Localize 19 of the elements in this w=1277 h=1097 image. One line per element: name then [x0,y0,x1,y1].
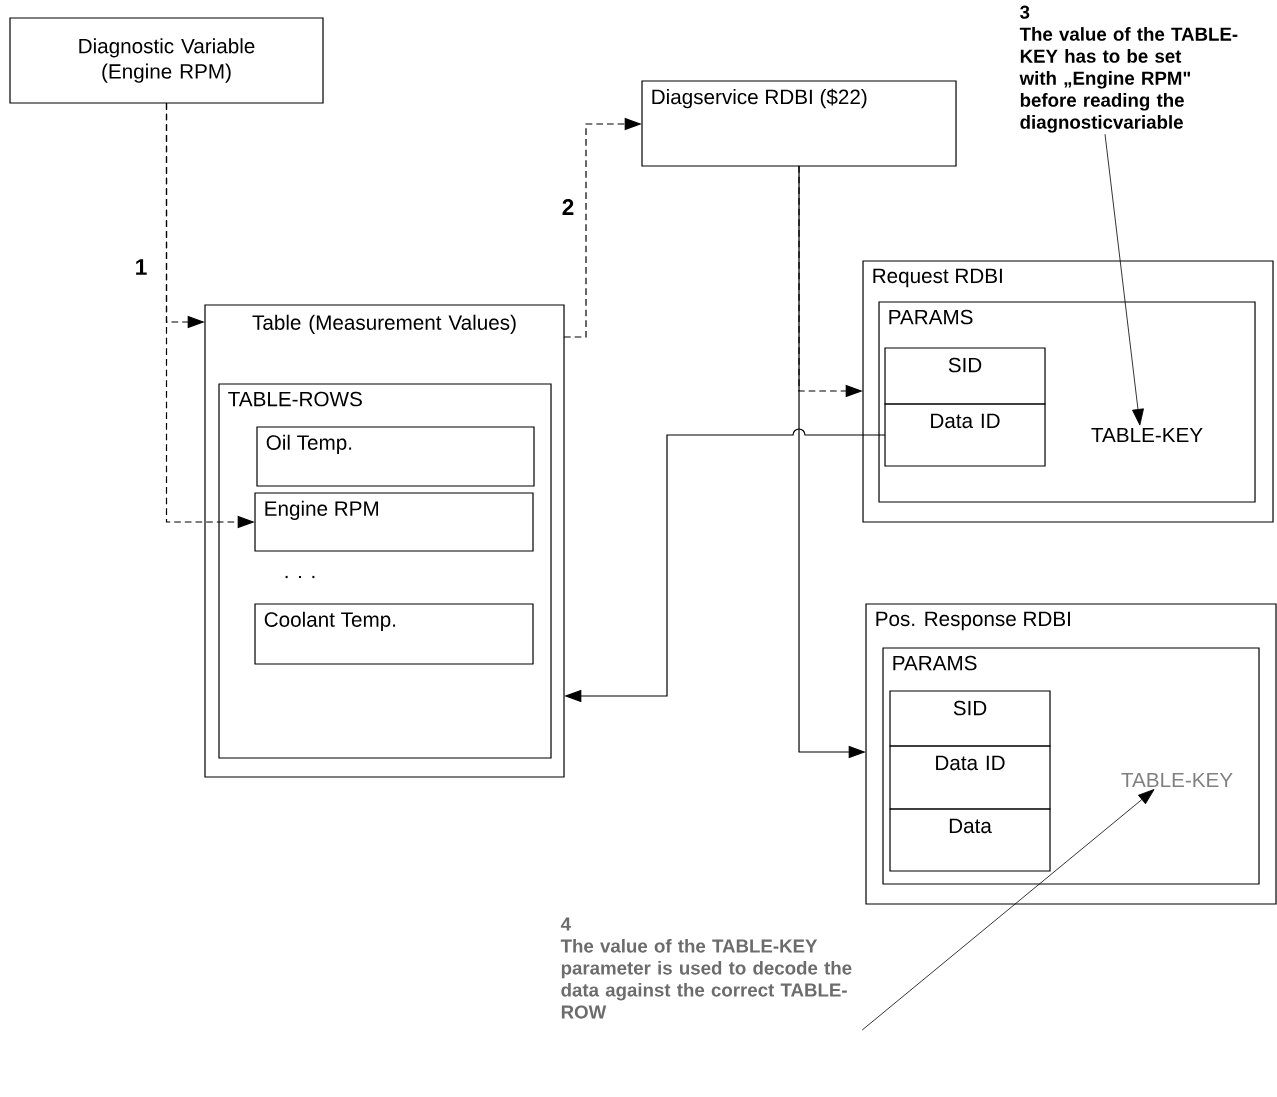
note-text: 3 The value of the TABLE-KEY has to be set with „Engine RPM" before reading the diagnosticvariable [1019,5,1238,133]
key-text: TABLE-KEY [1121,772,1233,788]
row-box: Coolant Temp. [254,603,534,665]
param-cell: Data [889,808,1051,872]
param-cell: SID [889,690,1051,747]
note-text: 4 The value of the TABLE-KEY parameter is used to decode the data against the correct TABLE-ROW [560,917,852,1019]
process-box: Diagnostic Variable (Engine RPM) [9,17,324,104]
row-box: Oil Temp. [256,426,535,487]
arrow [861,789,1155,1031]
edge-label: 1 [133,257,149,277]
param-cell: Data ID [889,745,1051,810]
param-cell: SID [884,347,1046,405]
ellipsis-dots: . . . [285,575,315,579]
key-text: TABLE-KEY [1091,427,1203,443]
row-box: Engine RPM [254,492,534,552]
process-box: Diagservice RDBI ($22) [641,80,957,167]
param-cell: Data ID [884,403,1046,467]
arrow [1104,133,1144,426]
edge-label: 2 [560,197,576,217]
